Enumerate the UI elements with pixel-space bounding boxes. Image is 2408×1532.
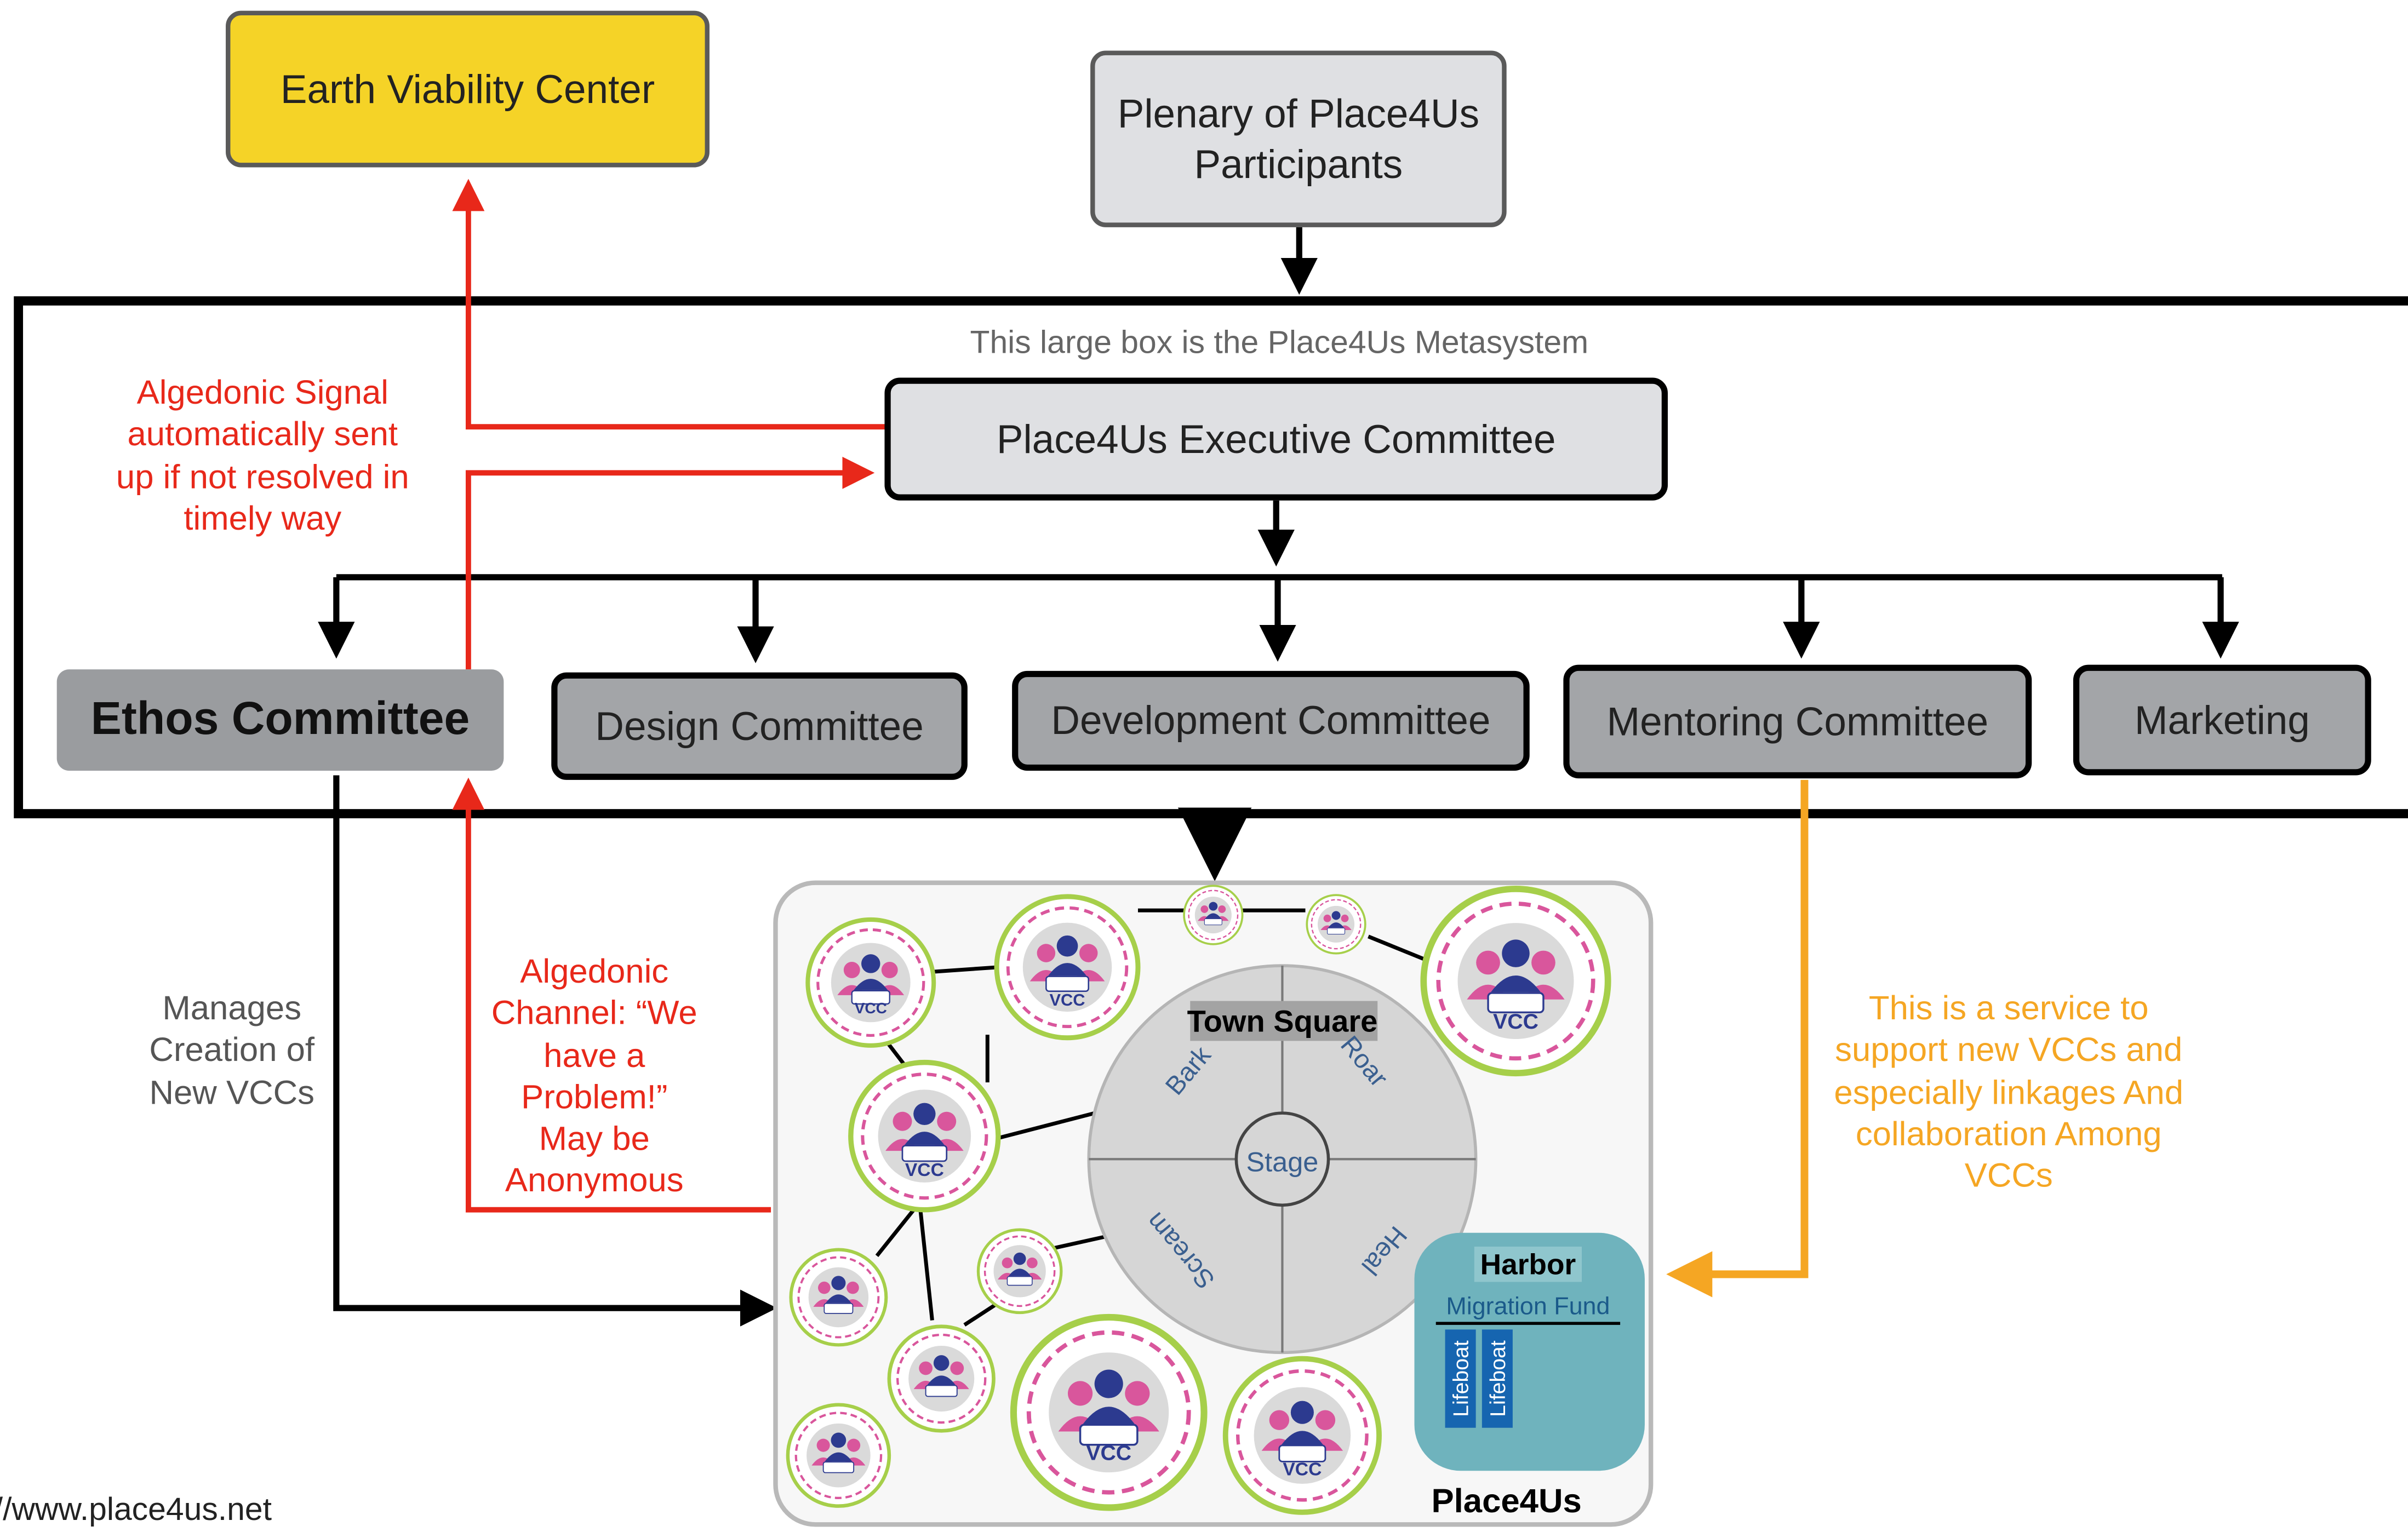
source-url: //www.place4us.net (0, 1492, 272, 1528)
vcc-label: VCC (1493, 1009, 1538, 1034)
service-arrow (1666, 779, 1809, 1298)
plenary-label: Plenary of Place4Us Participants (1117, 90, 1480, 187)
ethos-committee-box: Ethos Committee (56, 669, 504, 771)
algedonic-channel-note: Algedonic Channel: “We have a Problem!” … (491, 951, 697, 1200)
place4us-panel: Town Square Stage Bark Roar Scream Heal … (773, 880, 1657, 1532)
marketing-box: Marketing (2073, 664, 2371, 776)
lifeboat-1 (1445, 1329, 1476, 1428)
vcc-node: VCC (1226, 1359, 1379, 1512)
vcc-node (1307, 895, 1365, 954)
lifeboat-label-1: Lifeboat (1449, 1340, 1473, 1417)
town-square-label: Town Square (1187, 1004, 1378, 1038)
vcc-label: VCC (1086, 1441, 1131, 1465)
vcc-node (788, 1405, 889, 1506)
harbor-label: Harbor (1480, 1248, 1576, 1281)
design-committee-box: Design Committee (551, 672, 968, 780)
harbor: Harbor Migration Fund Lifeboat Lifeboat (1414, 1232, 1645, 1471)
lifeboat-2 (1482, 1329, 1513, 1428)
algedonic-signal-note: Algedonic Signal automatically sent up i… (116, 373, 409, 537)
development-committee-label: Development Committee (1051, 697, 1491, 743)
mentoring-committee-box: Mentoring Committee (1563, 664, 2032, 779)
algedonic-to-earth-arrow (452, 179, 886, 430)
executive-committee-box: Place4Us Executive Committee (884, 377, 1668, 501)
manages-vccs-note: Manages Creation of New VCCs (149, 989, 315, 1111)
vcc-node: VCC (808, 920, 934, 1046)
lifeboat-label-2: Lifeboat (1486, 1340, 1510, 1417)
development-committee-box: Development Committee (1012, 670, 1530, 771)
metasystem-caption: This large box is the Place4Us Metasyste… (970, 325, 1589, 361)
vcc-node: VCC (1423, 889, 1608, 1073)
mentoring-committee-label: Mentoring Committee (1606, 697, 1989, 744)
plenary-box: Plenary of Place4Us Participants (1090, 50, 1507, 227)
vcc-node: VCC (851, 1063, 998, 1210)
ethos-committee-label: Ethos Committee (90, 693, 470, 745)
stage-label: Stage (1246, 1146, 1319, 1178)
earth-viability-center-label: Earth Viability Center (280, 65, 655, 112)
vcc-node (1184, 886, 1243, 944)
algedonic-channel-arrow (452, 777, 771, 1213)
vcc-node: VCC (997, 897, 1138, 1038)
vcc-label: VCC (905, 1160, 944, 1180)
design-committee-label: Design Committee (595, 702, 924, 749)
marketing-label: Marketing (2134, 696, 2310, 743)
vcc-node (791, 1250, 886, 1345)
vcc-label: VCC (1283, 1460, 1322, 1480)
migration-fund-label: Migration Fund (1446, 1292, 1610, 1319)
vcc-label: VCC (855, 1000, 887, 1017)
place4us-title: Place4Us (1432, 1482, 1582, 1520)
town-square: Town Square Stage Bark Roar Scream Heal (1087, 964, 1478, 1355)
algedonic-to-exec-arrow (465, 456, 875, 670)
earth-viability-center-box: Earth Viability Center (226, 10, 710, 168)
vcc-node (889, 1327, 994, 1431)
ethos-manages-arrow (333, 775, 777, 1327)
service-note: This is a service to support new VCCs an… (1834, 989, 2184, 1195)
executive-committee-label: Place4Us Executive Committee (996, 415, 1556, 462)
vcc-label: VCC (1049, 990, 1085, 1009)
vcc-node: VCC (1014, 1317, 1204, 1508)
vcc-node (978, 1230, 1061, 1312)
